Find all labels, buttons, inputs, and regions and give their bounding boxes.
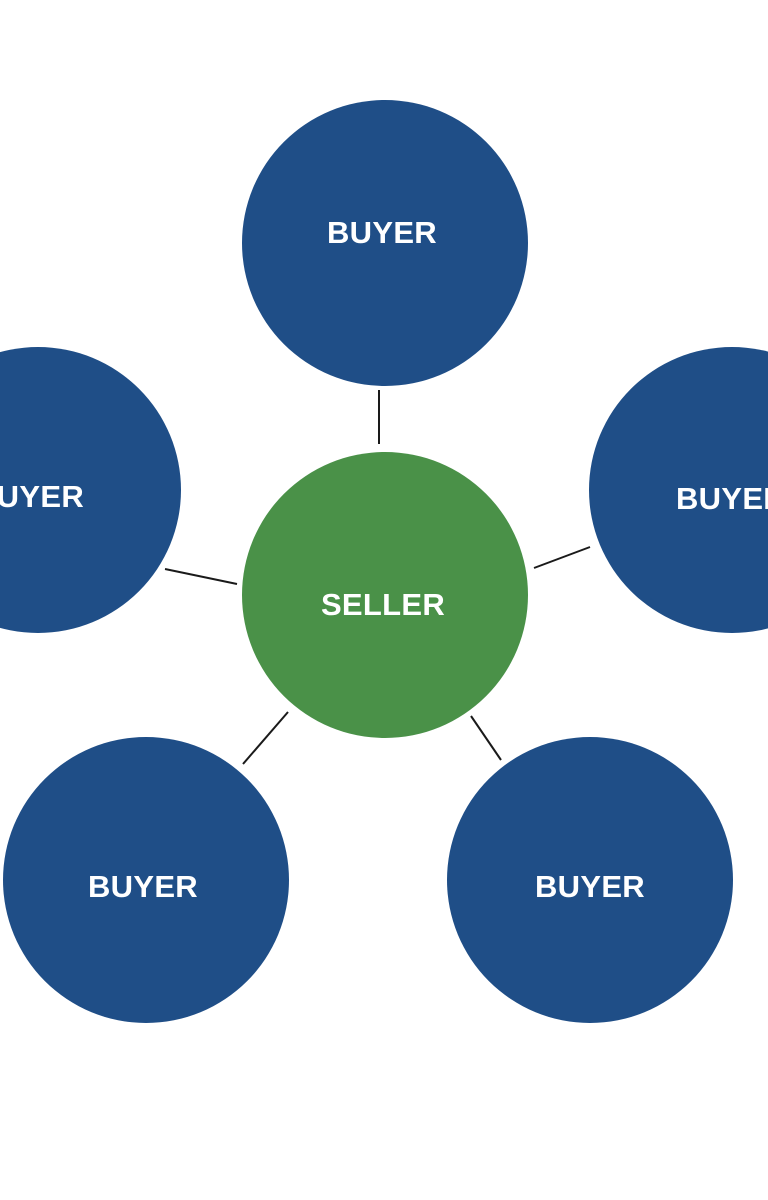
buyer-circle	[3, 737, 289, 1023]
buyer-circle	[0, 347, 181, 633]
buyer-circle	[447, 737, 733, 1023]
buyer-label: BUYER	[327, 215, 437, 250]
seller-node: SELLER	[242, 452, 528, 738]
buyer-node-left: BUYER	[0, 347, 181, 633]
buyer-node-bottom-left: BUYER	[3, 737, 289, 1023]
buyer-node-right: BUYER	[589, 347, 768, 633]
connector-left	[164, 568, 238, 585]
connector-right	[533, 546, 591, 569]
buyer-circle	[589, 347, 768, 633]
buyer-label: BUYER	[676, 481, 768, 516]
connector-bottom-right	[470, 715, 502, 761]
buyer-node-bottom-right: BUYER	[447, 737, 733, 1023]
seller-circle	[242, 452, 528, 738]
seller-label: SELLER	[321, 587, 445, 622]
buyer-label: BUYER	[535, 869, 645, 904]
buyer-circle	[242, 100, 528, 386]
buyer-label: BUYER	[88, 869, 198, 904]
connector-bottom-left	[242, 711, 289, 765]
buyer-node-top: BUYER	[242, 100, 528, 386]
connectors	[164, 390, 591, 765]
buyer-label: BUYER	[0, 479, 84, 514]
